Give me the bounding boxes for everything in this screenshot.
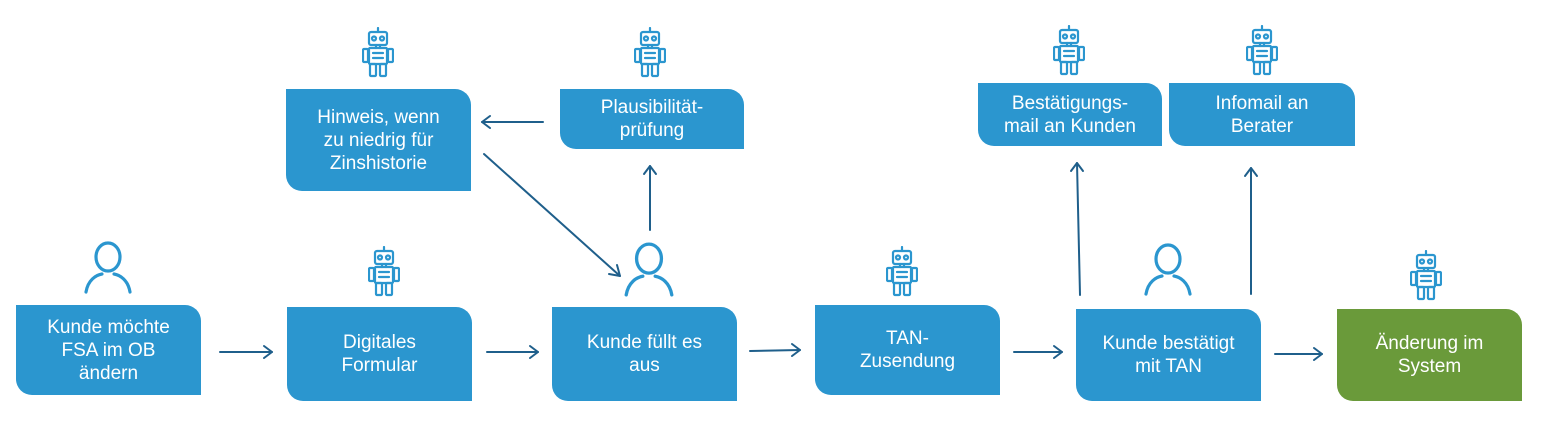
node-hinweis: Hinweis, wenn zu niedrig für Zinshistori… [286,89,471,191]
node-tan-zusendung-label: TAN- Zusendung [859,328,956,372]
robot-icon [1053,25,1085,76]
node-plausibilitaet-label: Plausibilität- prüfung [600,97,704,141]
arrow-kunde-bestaetigt-to-bestaetigungsmail [1070,162,1084,296]
arrow-kunde-to-formular [219,345,273,359]
person-icon [84,241,132,294]
person-icon [1144,243,1192,296]
robot-icon [634,27,666,78]
arrow-formular-to-kunde-fuellt [486,345,539,359]
node-hinweis-label: Hinweis, wenn zu niedrig für Zinshistori… [317,106,440,174]
robot-icon [886,246,918,297]
arrow-kunde-fuellt-to-tan [749,343,801,357]
node-bestaetigungsmail-label: Bestätigungs- mail an Kunden [1003,92,1137,137]
node-bestaetigungsmail: Bestätigungs- mail an Kunden [978,83,1162,146]
robot-icon [362,27,394,78]
node-kunde-fuellt: Kunde füllt es aus [552,307,737,401]
node-plausibilitaet: Plausibilität- prüfung [560,89,744,149]
arrow-plausibilitaet-to-hinweis [481,115,544,129]
node-kunde-fuellt-label: Kunde füllt es aus [586,332,703,376]
person-icon [624,242,674,297]
arrow-kunde-bestaetigt-to-aenderung [1274,347,1323,361]
node-infomail: Infomail an Berater [1169,83,1355,146]
node-kunde-bestaetigt-label: Kunde bestätigt mit TAN [1102,333,1235,377]
node-digitales-formular: Digitales Formular [287,307,472,401]
node-digitales-formular-label: Digitales Formular [341,332,418,376]
node-tan-zusendung: TAN- Zusendung [815,305,1000,395]
arrow-kunde-bestaetigt-to-infomail [1244,167,1258,295]
robot-icon [368,246,400,297]
robot-icon [1410,250,1442,301]
arrow-kunde-fuellt-to-plausibilitaet [643,165,657,231]
node-kunde-bestaetigt: Kunde bestätigt mit TAN [1076,309,1261,401]
node-aenderung-im-system: Änderung im System [1337,309,1522,401]
node-infomail-label: Infomail an Berater [1215,92,1309,137]
arrow-tan-to-kunde-bestaetigt [1013,345,1063,359]
node-kunde-moechte-label: Kunde möchte FSA im OB ändern [47,316,170,384]
node-kunde-moechte: Kunde möchte FSA im OB ändern [16,305,201,395]
robot-icon [1246,25,1278,76]
arrow-hinweis-to-kunde-fuellt [483,153,621,277]
node-aenderung-label: Änderung im System [1375,333,1484,377]
